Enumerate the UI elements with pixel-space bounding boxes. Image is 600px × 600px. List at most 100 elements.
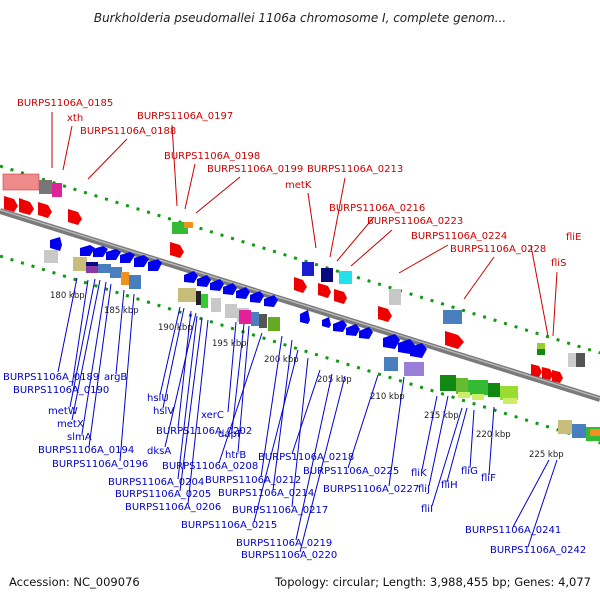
feature-box[interactable]	[456, 378, 468, 394]
reverse-gene-label[interactable]: dksA	[147, 446, 171, 457]
feature-box[interactable]	[537, 343, 545, 351]
reverse-gene[interactable]	[106, 249, 121, 260]
reverse-gene-label[interactable]: BURPS1106A_0219	[236, 538, 332, 549]
reverse-gene[interactable]	[346, 324, 360, 336]
reverse-gene-label[interactable]: argB	[104, 372, 127, 383]
reverse-gene-label[interactable]: BURPS1106A_0214	[218, 488, 314, 499]
reverse-gene-label[interactable]: BURPS1106A_0190	[13, 385, 109, 396]
reverse-gene[interactable]	[210, 279, 224, 291]
reverse-gene-label[interactable]: slmA	[67, 432, 92, 443]
feature-box[interactable]	[468, 380, 488, 395]
feature-box[interactable]	[121, 272, 129, 285]
forward-gene-label[interactable]: BURPS1106A_0228	[450, 244, 546, 255]
forward-gene[interactable]	[334, 289, 347, 304]
forward-gene-label[interactable]: xth	[67, 113, 83, 124]
reverse-gene-label[interactable]: BURPS1106A_0218	[258, 452, 354, 463]
forward-gene[interactable]	[4, 196, 18, 212]
feature-box[interactable]	[259, 314, 267, 328]
reverse-gene[interactable]	[264, 295, 278, 307]
feature-box[interactable]	[590, 429, 600, 436]
feature-box[interactable]	[339, 271, 352, 284]
feature-box[interactable]	[129, 275, 141, 289]
forward-gene-label[interactable]: fliS	[551, 258, 566, 269]
reverse-gene[interactable]	[333, 320, 347, 332]
reverse-gene-label[interactable]: htrB	[225, 450, 246, 461]
feature-box[interactable]	[110, 267, 122, 278]
reverse-gene-label[interactable]: BURPS1106A_0208	[162, 461, 258, 472]
reverse-gene-label[interactable]: fliJ	[418, 484, 430, 495]
feature-box[interactable]	[572, 424, 586, 438]
feature-box[interactable]	[2, 173, 40, 191]
forward-gene-label[interactable]: BURPS1106A_0216	[329, 203, 425, 214]
forward-gene[interactable]	[19, 198, 34, 215]
feature-box[interactable]	[196, 291, 201, 305]
reverse-gene[interactable]	[322, 317, 331, 328]
forward-gene[interactable]	[542, 367, 553, 380]
feature-box[interactable]	[472, 394, 484, 400]
reverse-gene-label[interactable]: BURPS1106A_0194	[38, 445, 134, 456]
reverse-gene[interactable]	[410, 343, 427, 358]
forward-gene-label[interactable]: BURPS1106A_0197	[137, 111, 233, 122]
feature-box[interactable]	[201, 294, 208, 308]
feature-box[interactable]	[211, 298, 221, 312]
reverse-gene[interactable]	[250, 291, 264, 303]
reverse-gene-label[interactable]: BURPS1106A_0212	[205, 475, 301, 486]
reverse-gene[interactable]	[383, 334, 400, 349]
forward-gene-label[interactable]: fliE	[566, 232, 581, 243]
reverse-gene-label[interactable]: BURPS1106A_0215	[181, 520, 277, 531]
reverse-gene-label[interactable]: fliG	[461, 466, 478, 477]
forward-gene[interactable]	[38, 202, 52, 218]
reverse-gene-label[interactable]: BURPS1106A_0220	[241, 550, 337, 561]
reverse-gene[interactable]	[300, 310, 310, 324]
reverse-gene-label[interactable]: BURPS1106A_0189	[3, 372, 99, 383]
reverse-gene-label[interactable]: BURPS1106A_0205	[115, 489, 211, 500]
forward-gene-label[interactable]: BURPS1106A_0213	[307, 164, 403, 175]
feature-box[interactable]	[500, 386, 518, 400]
forward-gene[interactable]	[552, 370, 563, 383]
feature-box[interactable]	[44, 250, 58, 263]
feature-box[interactable]	[488, 383, 500, 397]
forward-gene[interactable]	[294, 277, 307, 293]
feature-box[interactable]	[98, 264, 111, 273]
forward-gene-label[interactable]: metK	[285, 180, 312, 191]
reverse-gene[interactable]	[93, 246, 108, 257]
forward-gene[interactable]	[378, 306, 392, 322]
feature-box[interactable]	[443, 310, 462, 324]
reverse-gene-label[interactable]: BURPS1106A_0204	[108, 477, 204, 488]
forward-gene-label[interactable]: BURPS1106A_0223	[367, 216, 463, 227]
feature-box[interactable]	[239, 310, 251, 324]
forward-gene-label[interactable]: BURPS1106A_0199	[207, 164, 303, 175]
reverse-gene-label[interactable]: fliI	[421, 504, 433, 515]
feature-box[interactable]	[302, 262, 314, 276]
reverse-gene-label[interactable]: metW	[48, 406, 78, 417]
reverse-gene-label[interactable]: BURPS1106A_0242	[490, 545, 586, 556]
feature-box[interactable]	[568, 353, 576, 367]
forward-gene[interactable]	[318, 283, 331, 298]
feature-box[interactable]	[503, 398, 517, 404]
reverse-gene-label[interactable]: BURPS1106A_0227	[323, 484, 419, 495]
reverse-gene-label[interactable]: metX	[57, 419, 84, 430]
forward-gene[interactable]	[445, 331, 464, 349]
feature-box[interactable]	[73, 257, 87, 271]
reverse-gene-label[interactable]: fliF	[481, 473, 496, 484]
feature-box[interactable]	[384, 357, 398, 371]
forward-gene-label[interactable]: BURPS1106A_0185	[17, 98, 113, 109]
feature-box[interactable]	[39, 180, 52, 194]
reverse-gene-label[interactable]: BURPS1106A_0225	[303, 466, 399, 477]
reverse-gene[interactable]	[120, 252, 135, 263]
reverse-gene-label[interactable]: BURPS1106A_0241	[465, 525, 561, 536]
feature-box[interactable]	[440, 375, 456, 391]
forward-gene-label[interactable]: BURPS1106A_0198	[164, 151, 260, 162]
feature-box[interactable]	[184, 222, 193, 228]
feature-box[interactable]	[225, 304, 237, 318]
reverse-gene-label[interactable]: BURPS1106A_0206	[125, 502, 221, 513]
feature-box[interactable]	[558, 420, 572, 434]
feature-box[interactable]	[389, 289, 401, 305]
feature-box[interactable]	[537, 349, 545, 355]
reverse-gene-label[interactable]: fliK	[411, 468, 427, 479]
reverse-gene[interactable]	[134, 255, 149, 267]
feature-box[interactable]	[321, 268, 333, 282]
feature-box[interactable]	[458, 392, 470, 398]
feature-box[interactable]	[404, 362, 424, 376]
feature-box[interactable]	[251, 312, 259, 326]
